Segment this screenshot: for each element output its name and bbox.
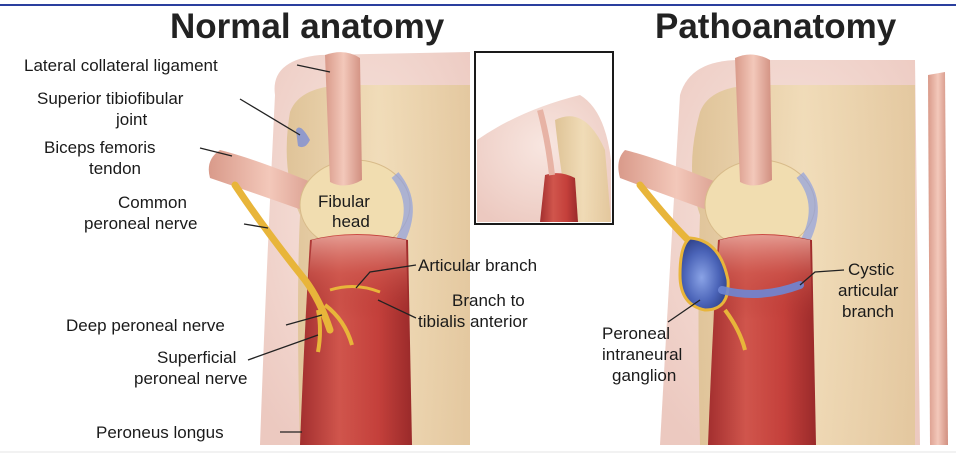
right-edge-tendon bbox=[928, 72, 948, 445]
right-lcl bbox=[735, 54, 772, 185]
label-lateral-collateral-ligament: Lateral collateral ligament bbox=[24, 56, 218, 75]
label-deep-peroneal-nerve: Deep peroneal nerve bbox=[66, 316, 225, 335]
label-cystic-3: branch bbox=[842, 302, 894, 321]
label-superficial-2: peroneal nerve bbox=[134, 369, 247, 388]
label-articular-branch: Articular branch bbox=[418, 256, 537, 275]
label-ganglion-2: intraneural bbox=[602, 345, 682, 364]
label-ganglion-1: Peroneal bbox=[602, 324, 670, 343]
label-ganglion-3: ganglion bbox=[612, 366, 676, 385]
label-superior-tibiofibular-1: Superior tibiofibular bbox=[37, 89, 184, 108]
label-common-peroneal-2: peroneal nerve bbox=[84, 214, 197, 233]
label-cystic-2: articular bbox=[838, 281, 899, 300]
pathoanatomy-panel bbox=[618, 54, 948, 445]
label-biceps-femoris-1: Biceps femoris bbox=[44, 138, 155, 157]
normal-anatomy-panel bbox=[209, 52, 470, 445]
title-pathoanatomy: Pathoanatomy bbox=[655, 7, 897, 46]
label-common-peroneal-1: Common bbox=[118, 193, 187, 212]
label-biceps-femoris-2: tendon bbox=[89, 159, 141, 178]
label-branch-tibialis-1: Branch to bbox=[452, 291, 525, 310]
left-lcl bbox=[325, 52, 362, 185]
label-branch-tibialis-2: tibialis anterior bbox=[418, 312, 528, 331]
label-peroneus-longus: Peroneus longus bbox=[96, 423, 224, 442]
label-cystic-1: Cystic bbox=[848, 260, 895, 279]
inset-muscle bbox=[540, 173, 578, 222]
label-fibular-head-1: Fibular bbox=[318, 192, 370, 211]
label-fibular-head-2: head bbox=[332, 212, 370, 231]
inset-detail bbox=[475, 52, 613, 224]
label-superior-tibiofibular-2: joint bbox=[115, 110, 147, 129]
label-superficial-1: Superficial bbox=[157, 348, 236, 367]
title-normal-anatomy: Normal anatomy bbox=[170, 7, 445, 46]
